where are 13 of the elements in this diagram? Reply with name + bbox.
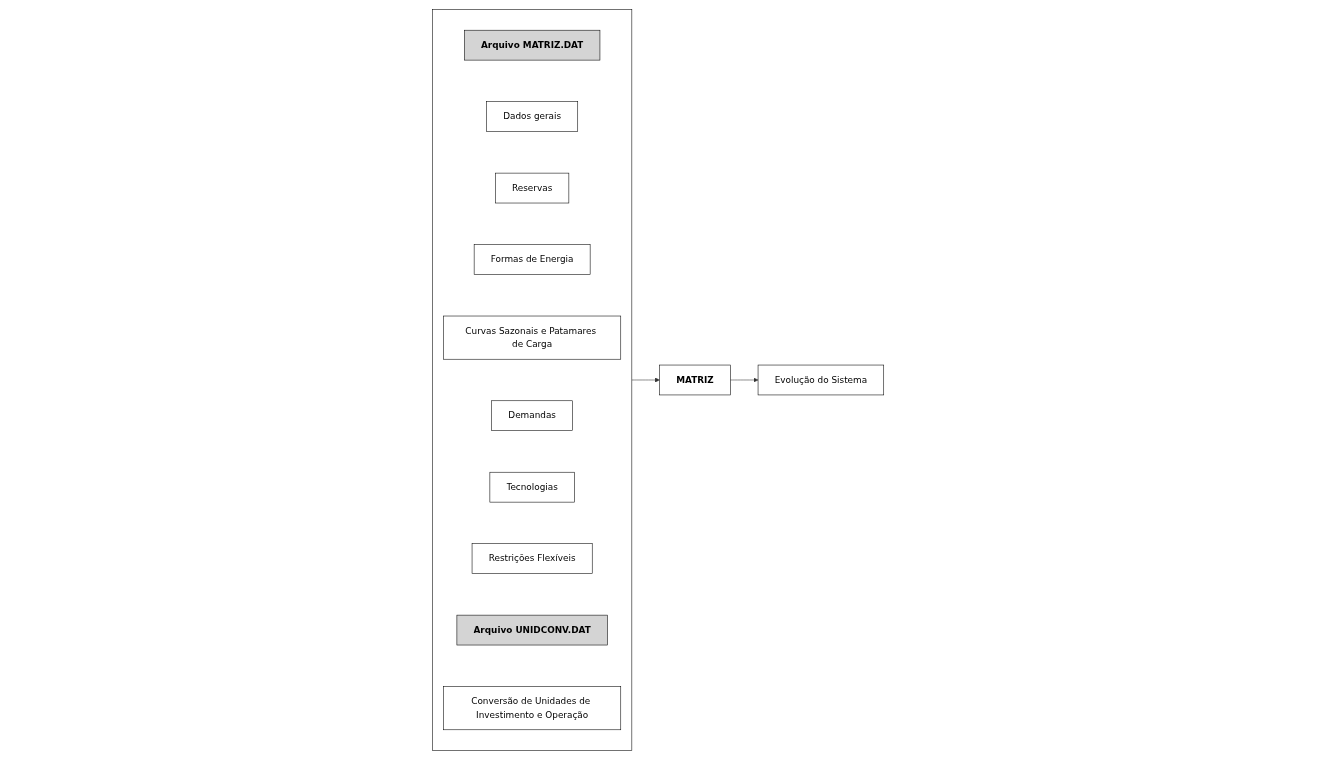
node-box: Demandas xyxy=(491,400,574,431)
node-box: Arquivo UNIDCONV.DAT xyxy=(457,614,609,646)
node-box: Formas de Energia xyxy=(474,244,591,275)
node-box: Reservas xyxy=(495,172,570,204)
node-box: Dados gerais xyxy=(486,101,579,132)
node-box: Evolução do Sistema xyxy=(758,364,885,396)
node-box: Restrições Flexíveis xyxy=(472,543,593,574)
node-box: Tecnologias xyxy=(490,471,576,503)
node-box: Curvas Sazonais e Patamares de Carga xyxy=(443,315,622,360)
node-box: Arquivo MATRIZ.DAT xyxy=(464,29,601,61)
node-box: MATRIZ xyxy=(659,364,732,396)
cluster xyxy=(432,9,633,751)
node-box: Conversão de Unidades de Investimento e Operação xyxy=(443,686,622,731)
